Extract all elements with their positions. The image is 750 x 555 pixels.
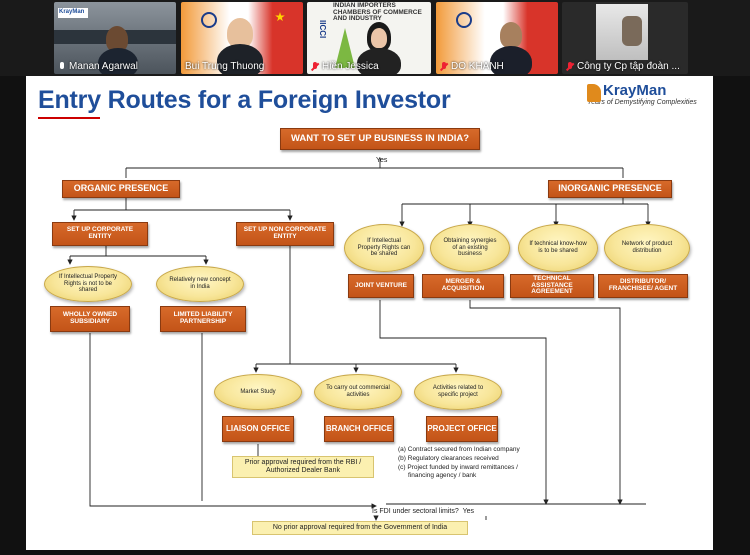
- participant-name-label: Manan Agarwal: [58, 61, 138, 72]
- new-concept-oval: Relatively new concept in India: [156, 266, 244, 302]
- market-study-oval: Market Study: [214, 374, 302, 410]
- commercial-activities-oval: To carry out commercial activities: [314, 374, 402, 410]
- liaison-office-box: LIAISON OFFICE: [222, 416, 294, 442]
- specific-project-oval: Activities related to specific project: [414, 374, 502, 410]
- non-corporate-entity-box: SET UP NON CORPORATE ENTITY: [236, 222, 334, 246]
- ip-shared-oval: If Intellectual Property Rights can be s…: [344, 224, 424, 272]
- project-office-box: PROJECT OFFICE: [426, 416, 498, 442]
- fdi-question: Is FDI under sectoral limits? Yes: [372, 508, 475, 515]
- muted-microphone-icon: [566, 61, 574, 72]
- llp-box: LIMITED LIABILITY PARTNERSHIP: [160, 306, 246, 332]
- project-conditions-list: (a) Contract secured from Indian company…: [398, 446, 520, 480]
- slide-title: Entry Routes for a Foreign Investor: [38, 86, 451, 114]
- krayman-logo-icon: [587, 84, 601, 102]
- muted-microphone-icon: [311, 61, 319, 72]
- muted-microphone-icon: [440, 61, 448, 72]
- participant-tile-5[interactable]: Công ty Cp tập đoàn ...: [562, 2, 688, 74]
- krayman-logo: KrayMan Years of Demystifying Complexiti…: [587, 82, 697, 106]
- wholly-owned-subsidiary-box: WHOLLY OWNED SUBSIDIARY: [50, 306, 130, 332]
- chamber-vertical-text: IICCI: [318, 20, 327, 39]
- krayman-mini-logo: KrayMan: [58, 8, 88, 18]
- flag-emblem-icon: [201, 12, 217, 28]
- participant-tile-4[interactable]: DO KHANH: [436, 2, 558, 74]
- corporate-entity-box: SET UP CORPORATE ENTITY: [52, 222, 148, 246]
- technical-knowhow-oval: If technical know-how is to be shared: [518, 224, 598, 272]
- participant-tile-2[interactable]: Bui Trung Thuong: [181, 2, 303, 74]
- participant-tile-1[interactable]: KrayMan Manan Agarwal: [54, 2, 176, 74]
- no-govt-approval-note: No prior approval required from the Gove…: [252, 521, 468, 535]
- merger-acquisition-box: MERGER & ACQUISITION: [422, 274, 504, 298]
- synergies-oval: Obtaining synergies of an existing busin…: [430, 224, 510, 272]
- yes-label: Yes: [376, 157, 388, 164]
- start-question-box: WANT TO SET UP BUSINESS IN INDIA?: [280, 128, 480, 150]
- organic-presence-box: ORGANIC PRESENCE: [62, 180, 180, 198]
- inorganic-presence-box: INORGANIC PRESENCE: [548, 180, 672, 198]
- participant-name-label: DO KHANH: [440, 61, 504, 72]
- shared-slide: Entry Routes for a Foreign Investor Kray…: [26, 76, 713, 550]
- participant-name-label: Bui Trung Thuong: [185, 61, 265, 72]
- distributor-box: DISTRIBUTOR/ FRANCHISEE/ AGENT: [598, 274, 688, 298]
- rbi-approval-note: Prior approval required from the RBI / A…: [232, 456, 374, 478]
- ip-not-shared-oval: If Intellectual Property Rights is not t…: [44, 266, 132, 302]
- title-underline: [38, 117, 100, 119]
- participant-name-label: Công ty Cp tập đoàn ...: [566, 61, 680, 72]
- flowchart-connectors: [26, 158, 651, 521]
- video-participant-strip: KrayMan Manan Agarwal Bui Trung Thuong I…: [0, 0, 750, 76]
- branch-office-box: BRANCH OFFICE: [324, 416, 394, 442]
- technical-assistance-box: TECHNICAL ASSISTANCE AGREEMENT: [510, 274, 594, 298]
- microphone-icon: [58, 61, 66, 72]
- product-distribution-oval: Network of product distribution: [604, 224, 690, 272]
- participant-name-label: Hiền Jessica: [311, 61, 379, 72]
- flag-emblem-icon: [456, 12, 472, 28]
- joint-venture-box: JOINT VENTURE: [348, 274, 414, 298]
- star-icon: [275, 12, 285, 22]
